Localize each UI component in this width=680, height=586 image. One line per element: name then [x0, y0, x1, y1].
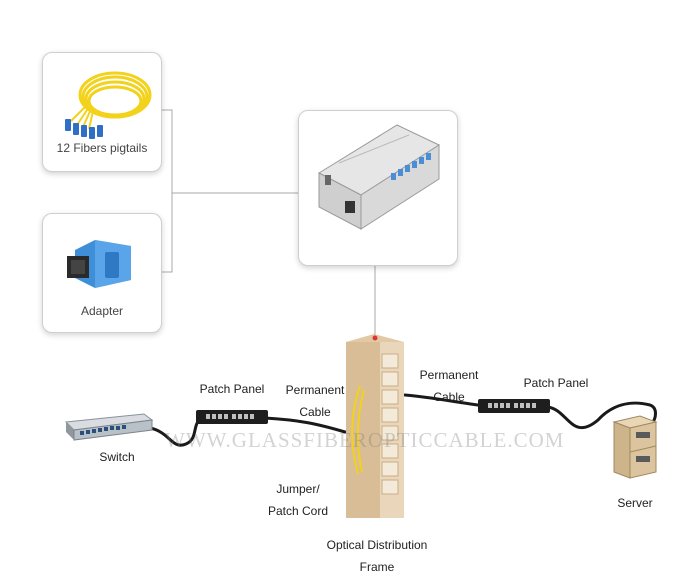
patch-panel-right-icon — [478, 399, 550, 413]
permanent-cable-right-line1: Permanent — [419, 368, 479, 382]
odf-cabinet — [344, 334, 406, 518]
permanent-cable-left-label: Permanent Cable — [280, 381, 350, 421]
rack-module-card — [298, 110, 458, 266]
optical-rack-module-icon — [317, 124, 441, 230]
server-label: Server — [617, 496, 653, 510]
sc-adapter-icon — [67, 240, 131, 288]
network-switch-icon — [64, 413, 154, 441]
patch-panel-right-label: Patch Panel — [523, 376, 589, 390]
server-icon — [612, 415, 658, 479]
cable-patch-panel-to-server — [546, 401, 657, 429]
network-switch — [62, 412, 154, 442]
permanent-cable-right-label: Permanent Cable — [414, 366, 484, 406]
adapter-label: Adapter — [80, 304, 124, 318]
permanent-cable-left-line1: Permanent — [285, 383, 345, 397]
cable-patch-panel-to-odf — [263, 416, 347, 434]
pigtails-label: 12 Fibers pigtails — [56, 141, 148, 155]
permanent-cable-right-line2: Cable — [433, 390, 465, 404]
patch-panel-left-label: Patch Panel — [199, 382, 265, 396]
jumper-label: Jumper/ Patch Cord — [262, 480, 334, 520]
pigtails-card: 12 Fibers pigtails — [42, 52, 162, 172]
cable-odf-to-patch-panel — [403, 393, 480, 407]
jumper-line1: Jumper/ — [276, 482, 320, 496]
patch-panel-left — [196, 408, 268, 426]
odf-cabinet-icon — [346, 334, 404, 518]
odf-line1: Optical Distribution — [326, 538, 428, 552]
patch-panel-right — [478, 397, 550, 415]
switch-label: Switch — [99, 450, 135, 464]
jumper-line2: Patch Cord — [267, 504, 329, 518]
odf-line2: Frame — [359, 560, 395, 574]
patch-panel-left-icon — [196, 410, 268, 424]
permanent-cable-left-line2: Cable — [299, 405, 331, 419]
adapter-card: Adapter — [42, 213, 162, 333]
card-connector-lines — [162, 109, 376, 338]
fiber-pigtail-coil-icon — [65, 71, 152, 139]
odf-label: Optical Distribution Frame — [318, 536, 436, 576]
server — [610, 414, 658, 480]
watermark-text: WWW.GLASSFIBEROPTICCABLE.COM — [165, 428, 565, 452]
